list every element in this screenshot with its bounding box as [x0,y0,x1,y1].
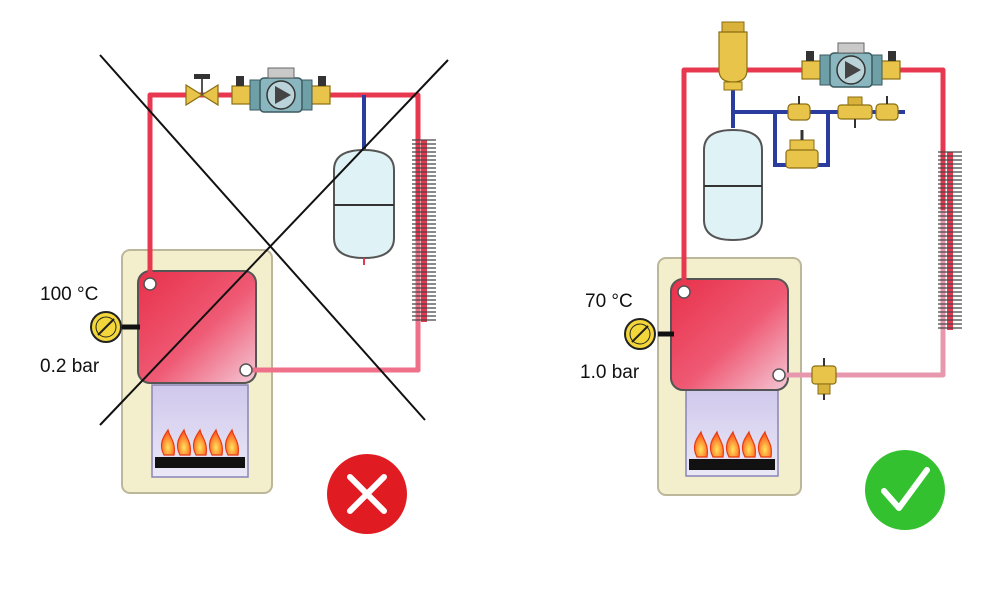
right-fill-valve-2 [875,96,899,121]
right-return-pipe [780,210,946,378]
left-radiator [412,139,436,322]
right-air-vent [718,21,748,91]
left-expansion-vessel-icon [333,148,395,265]
left-ball-valve [185,74,219,107]
left-return-pipe [247,240,421,373]
left-pressure-gauge-icon [90,311,122,343]
left-burner-bar [155,457,245,468]
right-circulator-pump-icon [801,42,901,88]
left-cross-line-a [99,54,426,421]
right-pressure-gauge-icon [624,318,656,350]
right-pressure-label: 1.0 bar [580,362,640,383]
radiator-core [421,140,427,322]
left-pressure-label: 0.2 bar [40,356,100,377]
right-burner-flame-icon [693,430,772,458]
right-pressure-reducer [785,130,819,169]
right-status-badge [865,450,945,530]
cross-mark-icon [347,474,387,514]
check-mark-icon [881,467,930,511]
left-return-port [239,363,253,377]
left-system: 100 °C 0.2 bar [40,54,449,534]
left-temperature-label: 100 °C [40,284,98,305]
left-burner-flame-icon [160,428,239,456]
right-return-port [772,368,786,382]
right-burner-bar [689,459,775,470]
right-check-valve [837,96,873,128]
right-radiator [938,151,962,330]
right-system: 70 °C 1.0 bar [580,21,962,530]
right-outlet-port [677,285,691,299]
right-temperature-label: 70 °C [585,291,633,312]
right-expansion-vessel-icon [703,128,763,242]
left-status-badge [327,454,407,534]
left-outlet-port [143,277,157,291]
right-safety-valve [811,358,837,400]
left-circulator-pump-icon [231,67,331,113]
radiator-core [947,152,953,330]
right-fill-valve-1 [787,96,811,121]
left-cross-line-b [99,59,449,426]
